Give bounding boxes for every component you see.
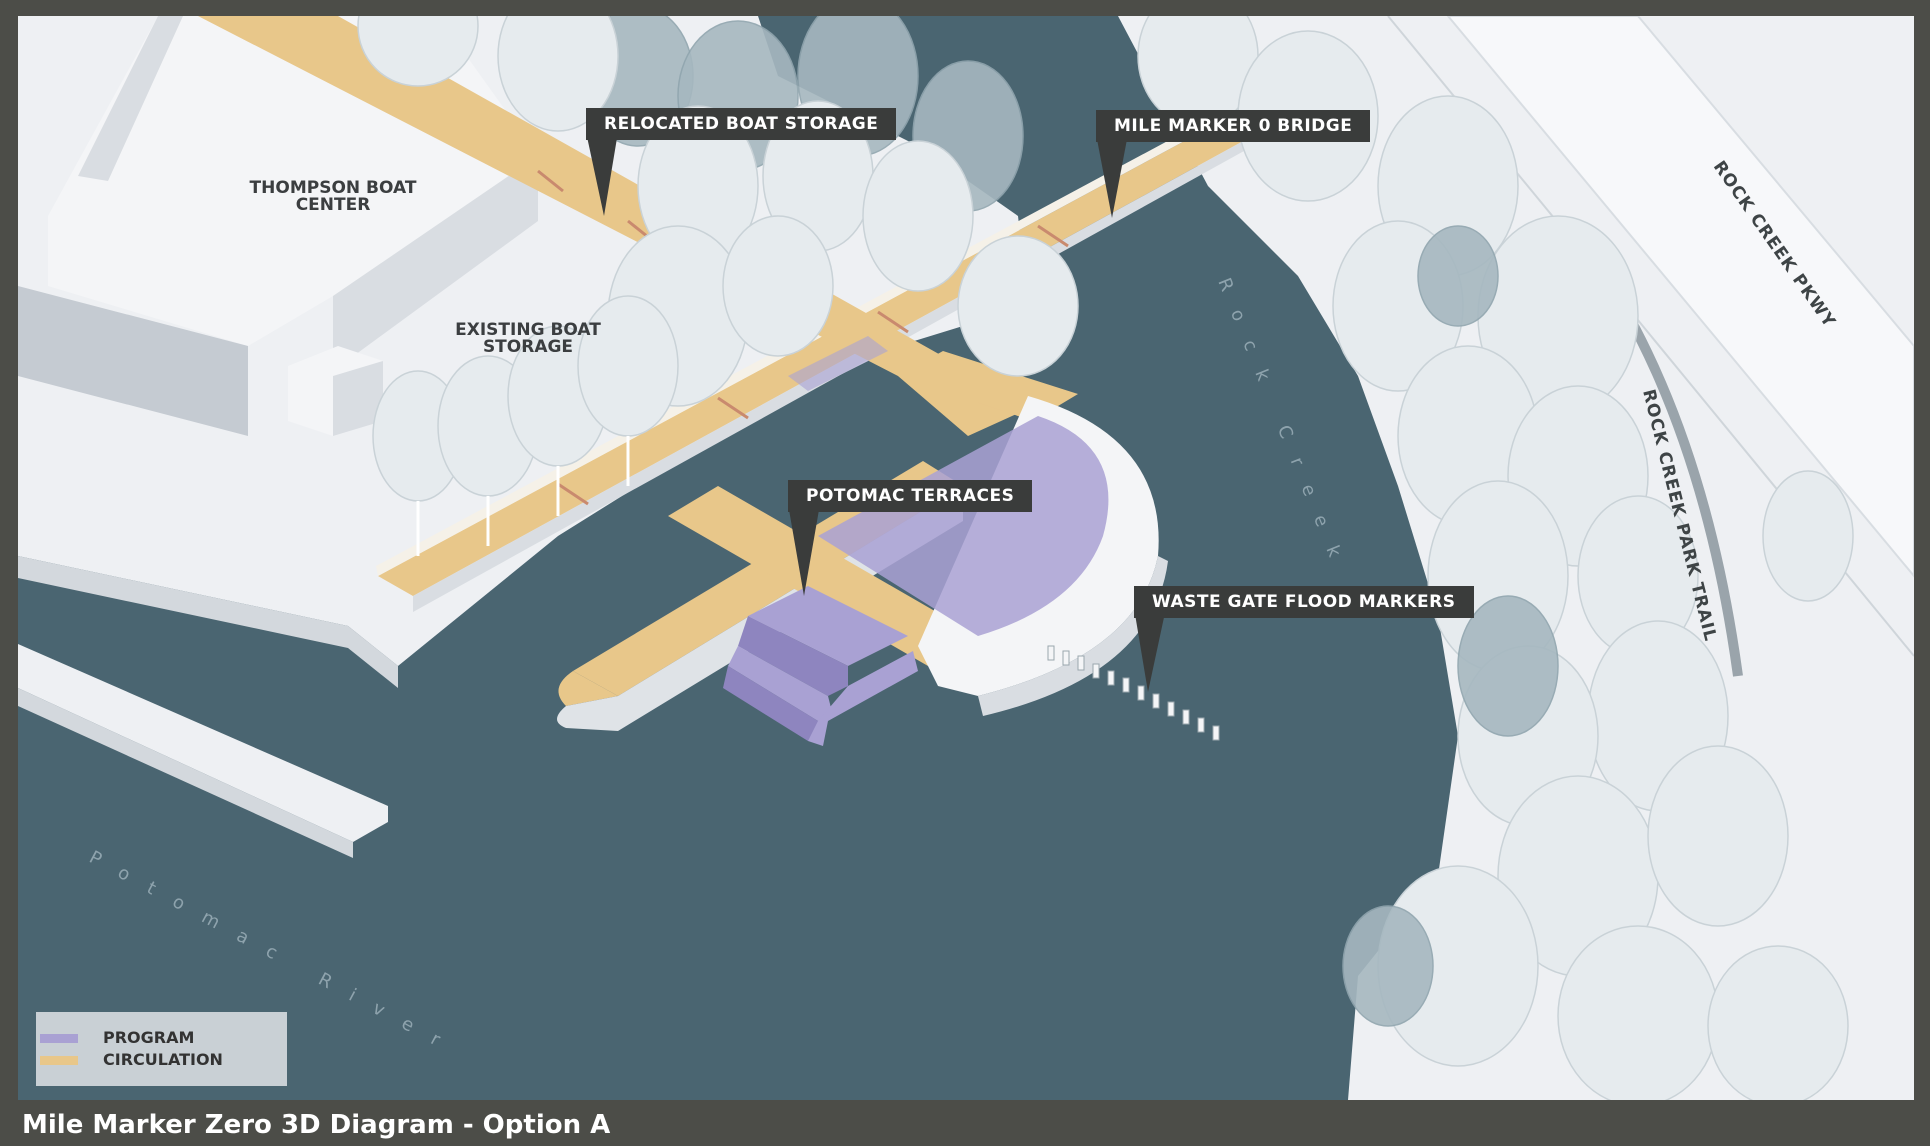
legend-label-circulation: CIRCULATION bbox=[103, 1050, 223, 1069]
terrace-program-area bbox=[818, 416, 1109, 636]
thompson-annex-side bbox=[333, 361, 383, 436]
walkway-band bbox=[537, 169, 564, 193]
terrace-steps-top bbox=[748, 586, 908, 666]
callout-tail-bridge bbox=[1096, 134, 1128, 218]
terrace-steps-3 bbox=[728, 646, 833, 721]
thompson-building-gable bbox=[78, 16, 183, 181]
pier-end bbox=[558, 671, 618, 706]
pier-cross-link bbox=[668, 486, 978, 666]
callout-mile-marker-0-bridge: MILE MARKER 0 BRIDGE bbox=[1096, 110, 1371, 142]
thompson-boat-center-label: THOMPSON BOAT CENTER bbox=[249, 178, 417, 215]
bridge-band bbox=[1037, 224, 1069, 248]
callout-waste-gate-flood-markers: WASTE GATE FLOOD MARKERS bbox=[1134, 586, 1474, 618]
mile-marker-bridge-deck bbox=[378, 96, 1298, 596]
terrace-steps-front bbox=[808, 651, 918, 746]
bridge-band bbox=[717, 396, 749, 420]
terrace-platform-edge bbox=[978, 556, 1168, 716]
callout-tail-waste-gate bbox=[1134, 608, 1166, 692]
terrace-steps-2 bbox=[738, 616, 848, 696]
potomac-seawall bbox=[18, 644, 388, 842]
callout-potomac-terraces: POTOMAC TERRACES bbox=[788, 480, 1033, 512]
terrace-steps-4 bbox=[723, 666, 818, 741]
rock-creek-park-trail-path bbox=[1618, 303, 1743, 677]
tree-canopy-east bbox=[1137, 16, 1854, 1100]
legend-swatch-program bbox=[40, 1034, 78, 1043]
legend-swatch-circulation bbox=[40, 1056, 78, 1065]
flood-markers bbox=[1047, 645, 1220, 741]
callout-tail-relocated bbox=[586, 132, 618, 216]
potomac-seawall-side bbox=[18, 688, 353, 858]
existing-boat-storage-label: EXISTING BOAT STORAGE bbox=[455, 320, 601, 357]
relocated-storage-structure bbox=[788, 336, 888, 391]
thompson-building-face bbox=[333, 156, 538, 371]
rock-creek-parkway-road bbox=[1446, 16, 1914, 578]
thompson-building-front bbox=[18, 286, 248, 436]
legend: PROGRAM CIRCULATION bbox=[36, 1012, 287, 1086]
callout-tail-terraces bbox=[788, 504, 820, 596]
legend-label-program: PROGRAM bbox=[103, 1028, 195, 1047]
pier-end-side bbox=[557, 706, 566, 728]
callout-relocated-boat-storage: RELOCATED BOAT STORAGE bbox=[586, 108, 897, 140]
west-bank-edge bbox=[18, 556, 398, 688]
diagram-title: Mile Marker Zero 3D Diagram - Option A bbox=[22, 1110, 611, 1140]
tree-canopy-west bbox=[372, 295, 679, 556]
diagram-canvas: Rock Creek Potomac River ROCK CREEK PKWY… bbox=[18, 16, 1914, 1100]
bridge-band bbox=[877, 310, 909, 334]
bridge-band bbox=[557, 482, 589, 506]
